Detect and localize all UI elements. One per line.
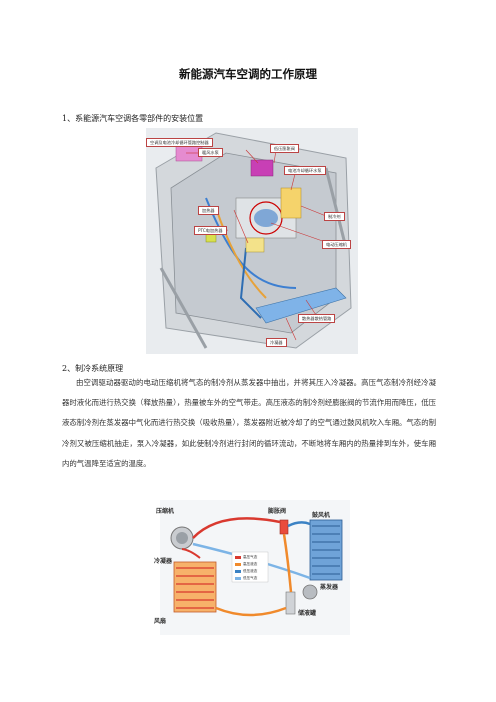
callout-label: 加热器 xyxy=(198,206,219,215)
section2-heading: 2、制冷系统原理 xyxy=(62,364,124,373)
legend-swatch xyxy=(235,569,241,573)
callout-label: 空调及电池冷却循环管路控制器 xyxy=(146,138,213,147)
section1-heading: 1、系能源汽车空调各零部件的安装位置 xyxy=(62,114,204,123)
callout-label: 电动压缩机 xyxy=(322,240,351,249)
legend-swatch xyxy=(235,576,241,580)
receiver-label: 储液罐 xyxy=(298,610,317,617)
callout-label: 低压膨胀阀 xyxy=(270,144,299,153)
legend-item: 高压气态 xyxy=(235,555,257,560)
legend-item: 高压液态 xyxy=(235,562,257,567)
callout-label: 制冷剂 xyxy=(324,212,345,221)
condenser-label: 冷凝器 xyxy=(154,558,173,565)
expansion-valve-label: 膨胀阀 xyxy=(268,508,287,515)
legend-item: 低压气态 xyxy=(235,576,257,581)
chassis-illustration xyxy=(146,128,358,354)
callout-label: PTC电加热器 xyxy=(194,226,227,235)
page-title: 新能源汽车空调的工作原理 xyxy=(179,67,317,81)
section2-paragraph: 由空调驱动器驱动的电动压缩机将气态的制冷剂从蒸发器中抽出，并将其压入冷凝器。高压… xyxy=(62,378,436,468)
compressor-label: 压缩机 xyxy=(156,508,175,515)
callout-label: 暖风水泵 xyxy=(198,148,223,157)
legend-item: 低压液态 xyxy=(235,569,257,574)
fan-label: 风扇 xyxy=(154,618,167,625)
refrigeration-diagram xyxy=(160,500,350,635)
legend-swatch xyxy=(235,555,241,559)
blower-label: 鼓风机 xyxy=(312,512,331,519)
component-layout-figure: 空调及电池冷却循环管路控制器 暖风水泵 低压膨胀阀 电池冷却循环水泵 加热器 制… xyxy=(146,128,358,354)
legend-swatch xyxy=(235,562,241,566)
callout-label: 散热器散热管路 xyxy=(298,314,336,323)
refrigeration-cycle-figure: 压缩机 膨胀阀 鼓风机 冷凝器 蒸发器 风扇 储液罐 高压气态 高压液态 低压液… xyxy=(154,500,350,635)
callout-label: 电池冷却循环水泵 xyxy=(284,166,326,175)
evaporator-label: 蒸发器 xyxy=(320,584,339,591)
callout-label: 冷凝器 xyxy=(266,338,287,347)
